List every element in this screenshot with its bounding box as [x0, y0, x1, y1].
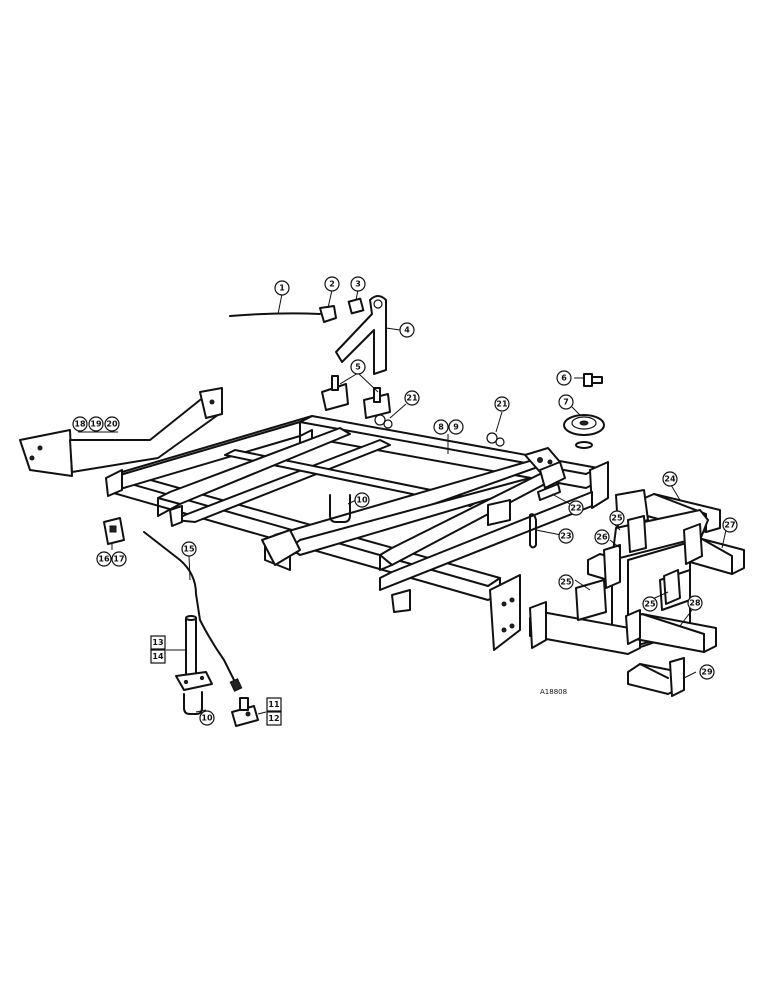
strap — [537, 483, 561, 501]
callout-3: 3 — [350, 276, 366, 292]
callout-1: 1 — [274, 280, 290, 296]
svg-text:12: 12 — [268, 714, 279, 723]
svg-text:8: 8 — [438, 423, 444, 432]
svg-text:24: 24 — [664, 475, 676, 484]
svg-text:1: 1 — [279, 284, 285, 293]
callout-8: 8 — [433, 419, 449, 435]
spring-clip-left — [374, 414, 393, 429]
callout-2: 2 — [324, 276, 340, 292]
hook-bolt — [529, 513, 537, 549]
callout-9: 9 — [448, 419, 464, 435]
svg-text:3: 3 — [355, 280, 361, 289]
callout-15: 15 — [181, 541, 197, 557]
callout-12: 12 — [266, 711, 282, 726]
svg-text:29: 29 — [701, 668, 713, 677]
svg-text:22: 22 — [570, 504, 581, 513]
svg-text:14: 14 — [152, 652, 164, 661]
pulley — [563, 414, 605, 449]
callout-20: 20 — [104, 416, 120, 432]
svg-text:19: 19 — [90, 420, 102, 429]
callout-22: 22 — [568, 500, 584, 516]
bolt — [583, 373, 603, 387]
callout-29: 29 — [699, 664, 715, 680]
callout-23: 23 — [558, 528, 574, 544]
callout-27: 27 — [722, 517, 738, 533]
svg-text:10: 10 — [201, 714, 213, 723]
lever-arm — [335, 295, 387, 375]
bushing — [347, 297, 365, 315]
callout-10: 10 — [199, 710, 215, 726]
svg-text:6: 6 — [561, 374, 567, 383]
svg-text:4: 4 — [404, 326, 410, 335]
plate-25-upper — [627, 515, 647, 553]
callout-21-left: 21 — [404, 390, 420, 406]
u-bolt — [329, 494, 351, 523]
svg-text:20: 20 — [106, 420, 118, 429]
callout-18: 18 — [72, 416, 88, 432]
callout-19: 19 — [88, 416, 104, 432]
svg-text:16: 16 — [98, 555, 110, 564]
svg-text:13: 13 — [152, 638, 163, 647]
svg-text:15: 15 — [183, 545, 195, 554]
callout-28: 28 — [687, 595, 703, 611]
callout-13: 13 — [150, 635, 166, 650]
hitch-arm — [19, 387, 223, 477]
svg-text:25: 25 — [644, 600, 656, 609]
svg-text:26: 26 — [596, 533, 608, 542]
main-frame — [105, 415, 609, 651]
svg-text:25: 25 — [611, 514, 623, 523]
svg-text:28: 28 — [689, 599, 701, 608]
svg-text:2: 2 — [329, 280, 335, 289]
square-tube-29 — [627, 657, 685, 697]
callout-24: 24 — [662, 471, 678, 487]
svg-text:11: 11 — [268, 700, 280, 709]
callout-16: 16 — [96, 551, 112, 567]
svg-text:5: 5 — [355, 363, 361, 372]
lower-clamp — [231, 697, 259, 727]
callout-7: 7 — [558, 394, 574, 410]
callout-26: 26 — [594, 529, 610, 545]
callout-18-center: 10 — [354, 492, 370, 508]
post-assembly — [175, 615, 213, 691]
plate-25-right — [663, 569, 681, 605]
svg-text:27: 27 — [724, 521, 735, 530]
svg-text:9: 9 — [453, 423, 459, 432]
callout-4: 4 — [399, 322, 415, 338]
mount-brackets — [321, 375, 391, 419]
svg-text:18: 18 — [74, 420, 86, 429]
svg-text:21: 21 — [406, 394, 418, 403]
callout-25-lower: 25 — [558, 574, 574, 590]
svg-text:17: 17 — [113, 555, 124, 564]
square-tube-28 — [625, 609, 717, 653]
callout-21-right: 21 — [494, 396, 510, 412]
callout-11: 11 — [266, 697, 282, 712]
svg-text:10: 10 — [356, 496, 368, 505]
callout-25-right: 25 — [642, 596, 658, 612]
callout-25-upper: 25 — [609, 510, 625, 526]
svg-text:7: 7 — [563, 398, 569, 407]
spring-clip-right — [486, 432, 505, 447]
long-lower-tube — [529, 601, 641, 655]
square-tube-26 — [587, 544, 621, 589]
square-tube-27 — [683, 523, 745, 575]
callout-5: 5 — [350, 359, 366, 375]
svg-text:25: 25 — [560, 578, 572, 587]
cable-clip — [319, 305, 337, 323]
handle-rod — [143, 531, 243, 692]
plate-25-lower — [575, 579, 607, 621]
callout-6: 6 — [556, 370, 572, 386]
u-bolt-lower — [183, 691, 203, 715]
callout-17: 17 — [111, 551, 127, 567]
drawing-reference-number: A18808 — [540, 688, 567, 696]
clamp-plate — [103, 517, 125, 545]
svg-text:23: 23 — [560, 532, 571, 541]
svg-text:21: 21 — [496, 400, 508, 409]
callout-14: 14 — [150, 649, 166, 664]
cable — [229, 312, 321, 317]
